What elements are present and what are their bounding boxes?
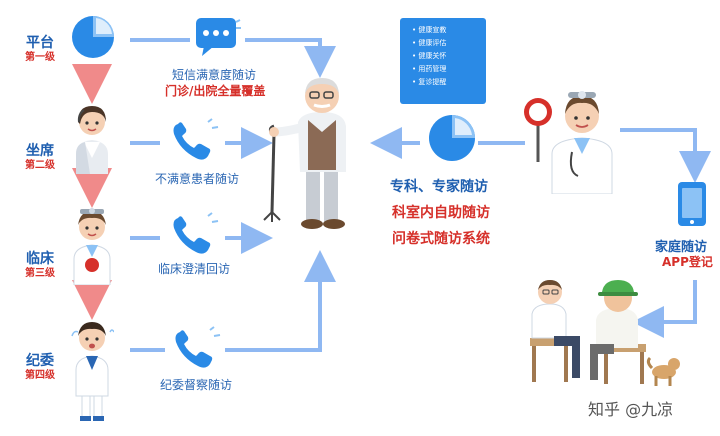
smartphone-icon [678,182,706,226]
level-title-discipline: 纪委 [26,353,54,369]
message-icon [196,18,241,56]
board-item: 健康宣教 [412,24,486,37]
level-sub-seat: 第二级 [25,160,55,171]
level-title-platform: 平台 [26,35,54,51]
health-service-board: 健康宣教 健康评估 健康关怀 用药管理 复诊提醒 [400,18,486,104]
clinical-callback-label: 临床澄清回访 [158,262,231,276]
phone-icon [173,118,219,160]
home-visit-illustration [530,280,680,386]
board-item: 用药管理 [412,63,486,76]
self-service-followup-label: 科室内自助随访 [392,205,490,221]
questionnaire-system-label: 问卷式随访系统 [392,231,490,247]
board-item: 健康关怀 [412,50,486,63]
board-item: 复诊提醒 [412,76,486,89]
pie-chart-icon [429,115,475,161]
level-sub-clinical: 第三级 [25,268,55,279]
call-agent-avatar [76,106,108,174]
level-title-clinical: 临床 [26,251,54,267]
app-registration-label: APP登记 [662,255,713,269]
doctor-avatar [73,208,111,285]
level-sub-platform: 第一级 [25,52,55,63]
phone-icon [173,212,219,254]
specialist-followup-label: 专科、专家随访 [390,179,488,195]
phone-icon [175,326,221,368]
sms-survey-label: 短信满意度随访 [172,68,257,82]
watermark: 知乎 @九凉 [588,400,674,419]
coverage-label: 门诊/出院全量覆盖 [165,84,266,98]
level-sub-discipline: 第四级 [25,370,55,381]
pie-chart-icon [72,16,114,58]
discipline-inspection-label: 纪委督察随访 [160,378,233,392]
level-title-seat: 坐席 [26,143,54,159]
doctor-with-sign-illustration [524,91,613,194]
unsatisfied-followup-label: 不满意患者随访 [155,172,240,186]
board-item: 健康评估 [412,37,486,50]
family-followup-label: 家庭随访 [655,240,708,255]
elderly-patient-illustration [263,78,346,229]
discipline-officer-avatar [71,322,114,421]
